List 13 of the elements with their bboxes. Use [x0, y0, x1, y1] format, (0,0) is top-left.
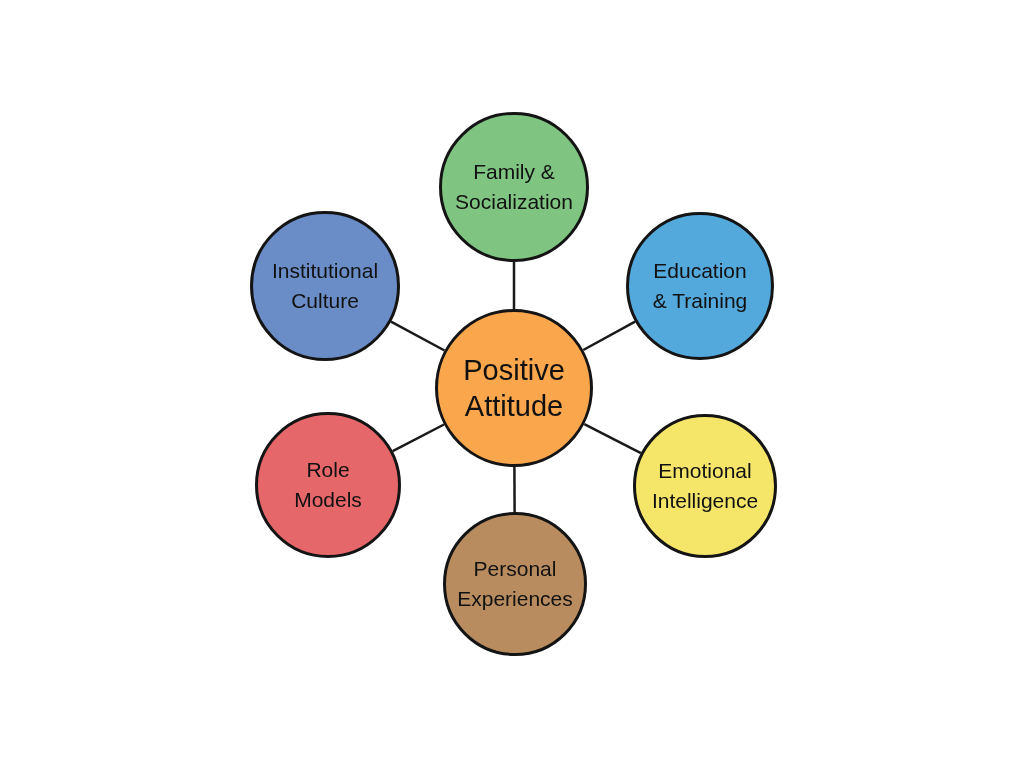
- node-label: Personal Experiences: [456, 556, 574, 612]
- connector-line: [513, 467, 516, 512]
- connector-line: [512, 262, 516, 309]
- node-label: Positive Attitude: [462, 353, 566, 424]
- node-label: Family & Socialization: [454, 159, 574, 215]
- node-label: Emotional Intelligence: [650, 458, 760, 514]
- connector-line: [582, 320, 636, 352]
- connector-line: [583, 423, 642, 455]
- node-label: Institutional Culture: [270, 258, 380, 314]
- node-label: Role Models: [293, 457, 363, 513]
- node-label: Education & Training: [651, 258, 749, 314]
- connector-line: [392, 423, 445, 453]
- connector-line: [390, 320, 446, 352]
